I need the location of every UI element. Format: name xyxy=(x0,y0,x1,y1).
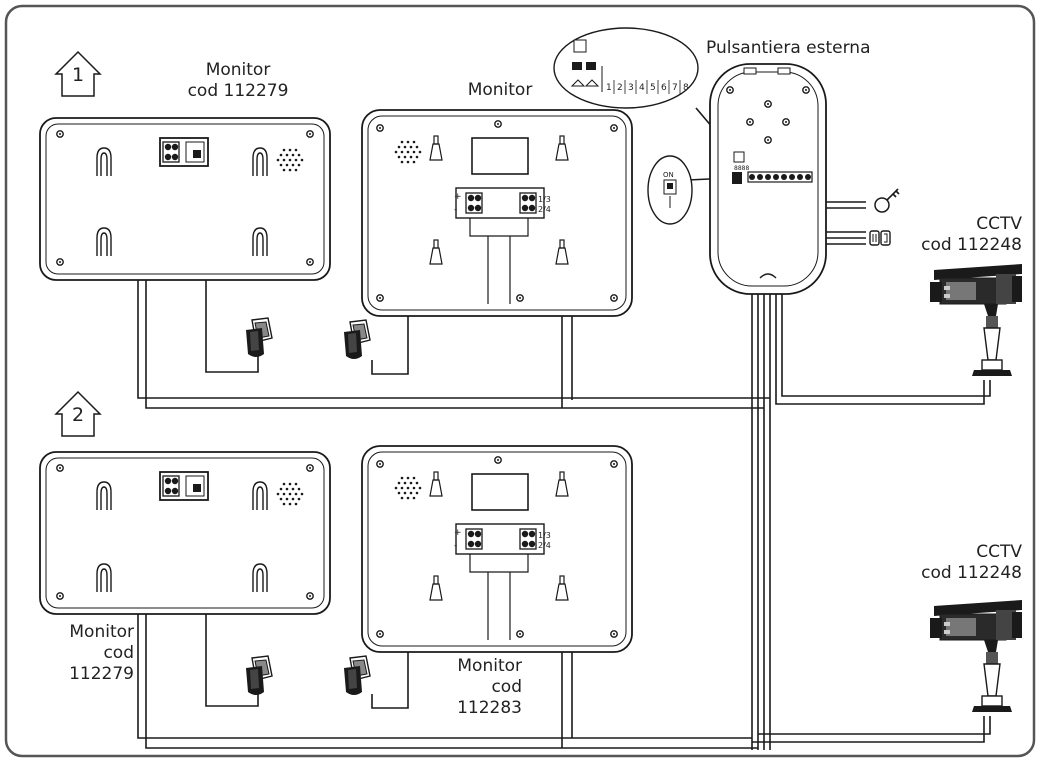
monitor-top-center: + - 1/3 2/4 xyxy=(361,109,633,317)
monitor-112283-bottom: + - 1/3 2/4 xyxy=(361,445,633,653)
svg-text:-: - xyxy=(454,541,457,551)
monitor-112279-top xyxy=(39,117,331,281)
svg-text:8888: 8888 xyxy=(734,165,749,172)
terminal-24-label: 2/4 xyxy=(538,205,551,214)
terminal-minus-label: - xyxy=(454,205,457,215)
callout-number: 3 xyxy=(628,83,634,93)
callout-number: 5 xyxy=(650,83,656,93)
dip-switch-icon: ON xyxy=(647,155,693,225)
outdoor-panel: 8888 xyxy=(709,63,827,295)
svg-text:ON: ON xyxy=(663,171,674,179)
callout-number: 4 xyxy=(639,83,645,93)
callout-number: 6 xyxy=(661,83,667,93)
callout-number: 7 xyxy=(672,83,678,93)
house-number-2: 2 xyxy=(71,404,85,426)
outdoor-panel-label: Pulsantiera esterna xyxy=(706,38,871,58)
terminal-plus-label: + xyxy=(454,192,462,202)
monitor-top-center-label: Monitor xyxy=(467,80,533,100)
monitor-112279-bottom xyxy=(39,451,331,615)
svg-text:2/4: 2/4 xyxy=(538,541,551,550)
terminal-13-label: 1/3 xyxy=(538,195,551,204)
callout-number: 8 xyxy=(683,83,689,93)
callout-number: 2 xyxy=(617,83,623,93)
svg-text:+: + xyxy=(454,528,462,538)
svg-text:1/3: 1/3 xyxy=(538,531,551,540)
callout-number: 1 xyxy=(606,83,612,93)
house-number-1: 1 xyxy=(71,64,85,86)
